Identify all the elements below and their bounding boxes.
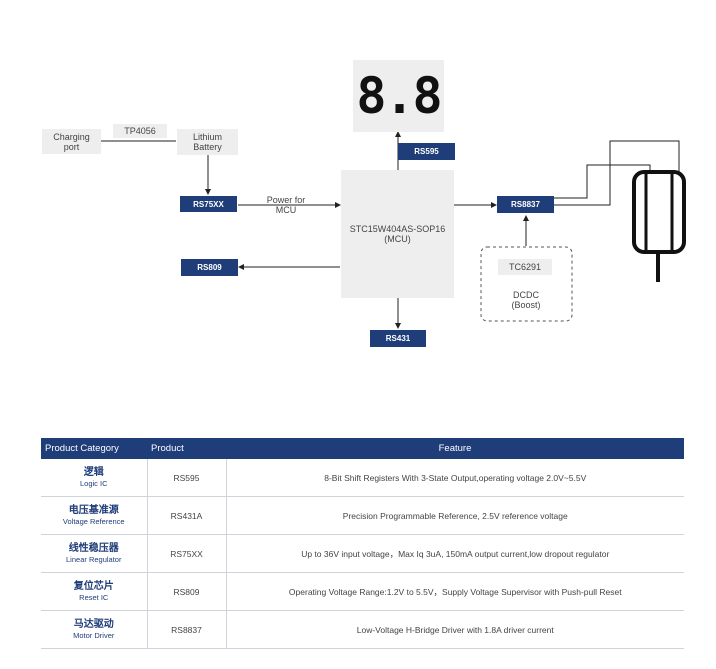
product-cell: RS75XX xyxy=(147,534,227,573)
category-en: Motor Driver xyxy=(73,630,115,640)
category-cn: 电压基准源 xyxy=(68,504,119,516)
table-row: 逻辑 Logic IC RS595 8-Bit Shift Registers … xyxy=(41,459,684,497)
category-cell: 马达驱动 Motor Driver xyxy=(41,610,148,649)
power-for-mcu-label: Power for MCU xyxy=(266,195,306,215)
category-cell: 逻辑 Logic IC xyxy=(41,459,148,497)
rs809-box: RS809 xyxy=(181,259,238,276)
wire-rs8837-motor-a xyxy=(554,140,680,206)
table-row: 马达驱动 Motor Driver RS8837 Low-Voltage H-B… xyxy=(41,610,684,649)
feature-cell: 8-Bit Shift Registers With 3-State Outpu… xyxy=(226,459,684,497)
rs8837-box: RS8837 xyxy=(497,196,554,213)
rs595-box: RS595 xyxy=(398,143,455,160)
tp4056-box: TP4056 xyxy=(113,124,167,138)
product-cell: RS431A xyxy=(147,496,227,535)
category-cn: 逻辑 xyxy=(83,466,104,478)
header-product-category: Product Category xyxy=(41,438,147,459)
wire-rs8837-motor-b xyxy=(554,164,651,199)
rs75xx-box: RS75XX xyxy=(180,196,237,212)
category-en: Voltage Reference xyxy=(62,516,125,526)
charging-port-box: Charging port xyxy=(42,129,101,154)
feature-cell: Up to 36V input voltage，Max Iq 3uA, 150m… xyxy=(226,534,684,573)
rs431-box: RS431 xyxy=(370,330,426,347)
motor-icon xyxy=(632,170,686,282)
product-cell: RS595 xyxy=(147,459,227,497)
category-cell: 复位芯片 Reset IC xyxy=(41,572,148,611)
category-en: Linear Regulator xyxy=(66,554,122,564)
product-table: Product Category Product Feature 逻辑 Logi… xyxy=(41,438,684,649)
tc6291-box: TC6291 xyxy=(498,259,552,275)
dcdc-label: DCDC (Boost) xyxy=(511,290,541,310)
category-cn: 线性稳压器 xyxy=(68,542,119,554)
table-header-row: Product Category Product Feature xyxy=(41,438,684,459)
display-readout: 8.8 xyxy=(356,67,442,125)
feature-cell: Precision Programmable Reference, 2.5V r… xyxy=(226,496,684,535)
display-panel xyxy=(353,60,444,132)
mcu-box xyxy=(341,170,454,298)
feature-cell: Low-Voltage H-Bridge Driver with 1.8A dr… xyxy=(226,610,684,649)
category-en: Logic IC xyxy=(79,478,108,488)
mcu-label: STC15W404AS-SOP16 (MCU) xyxy=(349,224,446,244)
product-cell: RS809 xyxy=(147,572,227,611)
dcdc-group xyxy=(480,246,573,322)
header-product: Product xyxy=(147,438,226,459)
lithium-battery-box: Lithium Battery xyxy=(177,129,238,155)
category-cn: 复位芯片 xyxy=(73,580,114,592)
block-diagram xyxy=(101,60,686,329)
category-cell: 电压基准源 Voltage Reference xyxy=(41,496,148,535)
category-cn: 马达驱动 xyxy=(73,618,114,630)
feature-cell: Operating Voltage Range:1.2V to 5.5V，Sup… xyxy=(226,572,684,611)
table-row: 复位芯片 Reset IC RS809 Operating Voltage Ra… xyxy=(41,572,684,611)
header-feature: Feature xyxy=(226,438,684,459)
category-en: Reset IC xyxy=(79,592,109,602)
table-row: 线性稳压器 Linear Regulator RS75XX Up to 36V … xyxy=(41,534,684,573)
product-cell: RS8837 xyxy=(147,610,227,649)
category-cell: 线性稳压器 Linear Regulator xyxy=(41,534,148,573)
table-row: 电压基准源 Voltage Reference RS431A Precision… xyxy=(41,496,684,535)
